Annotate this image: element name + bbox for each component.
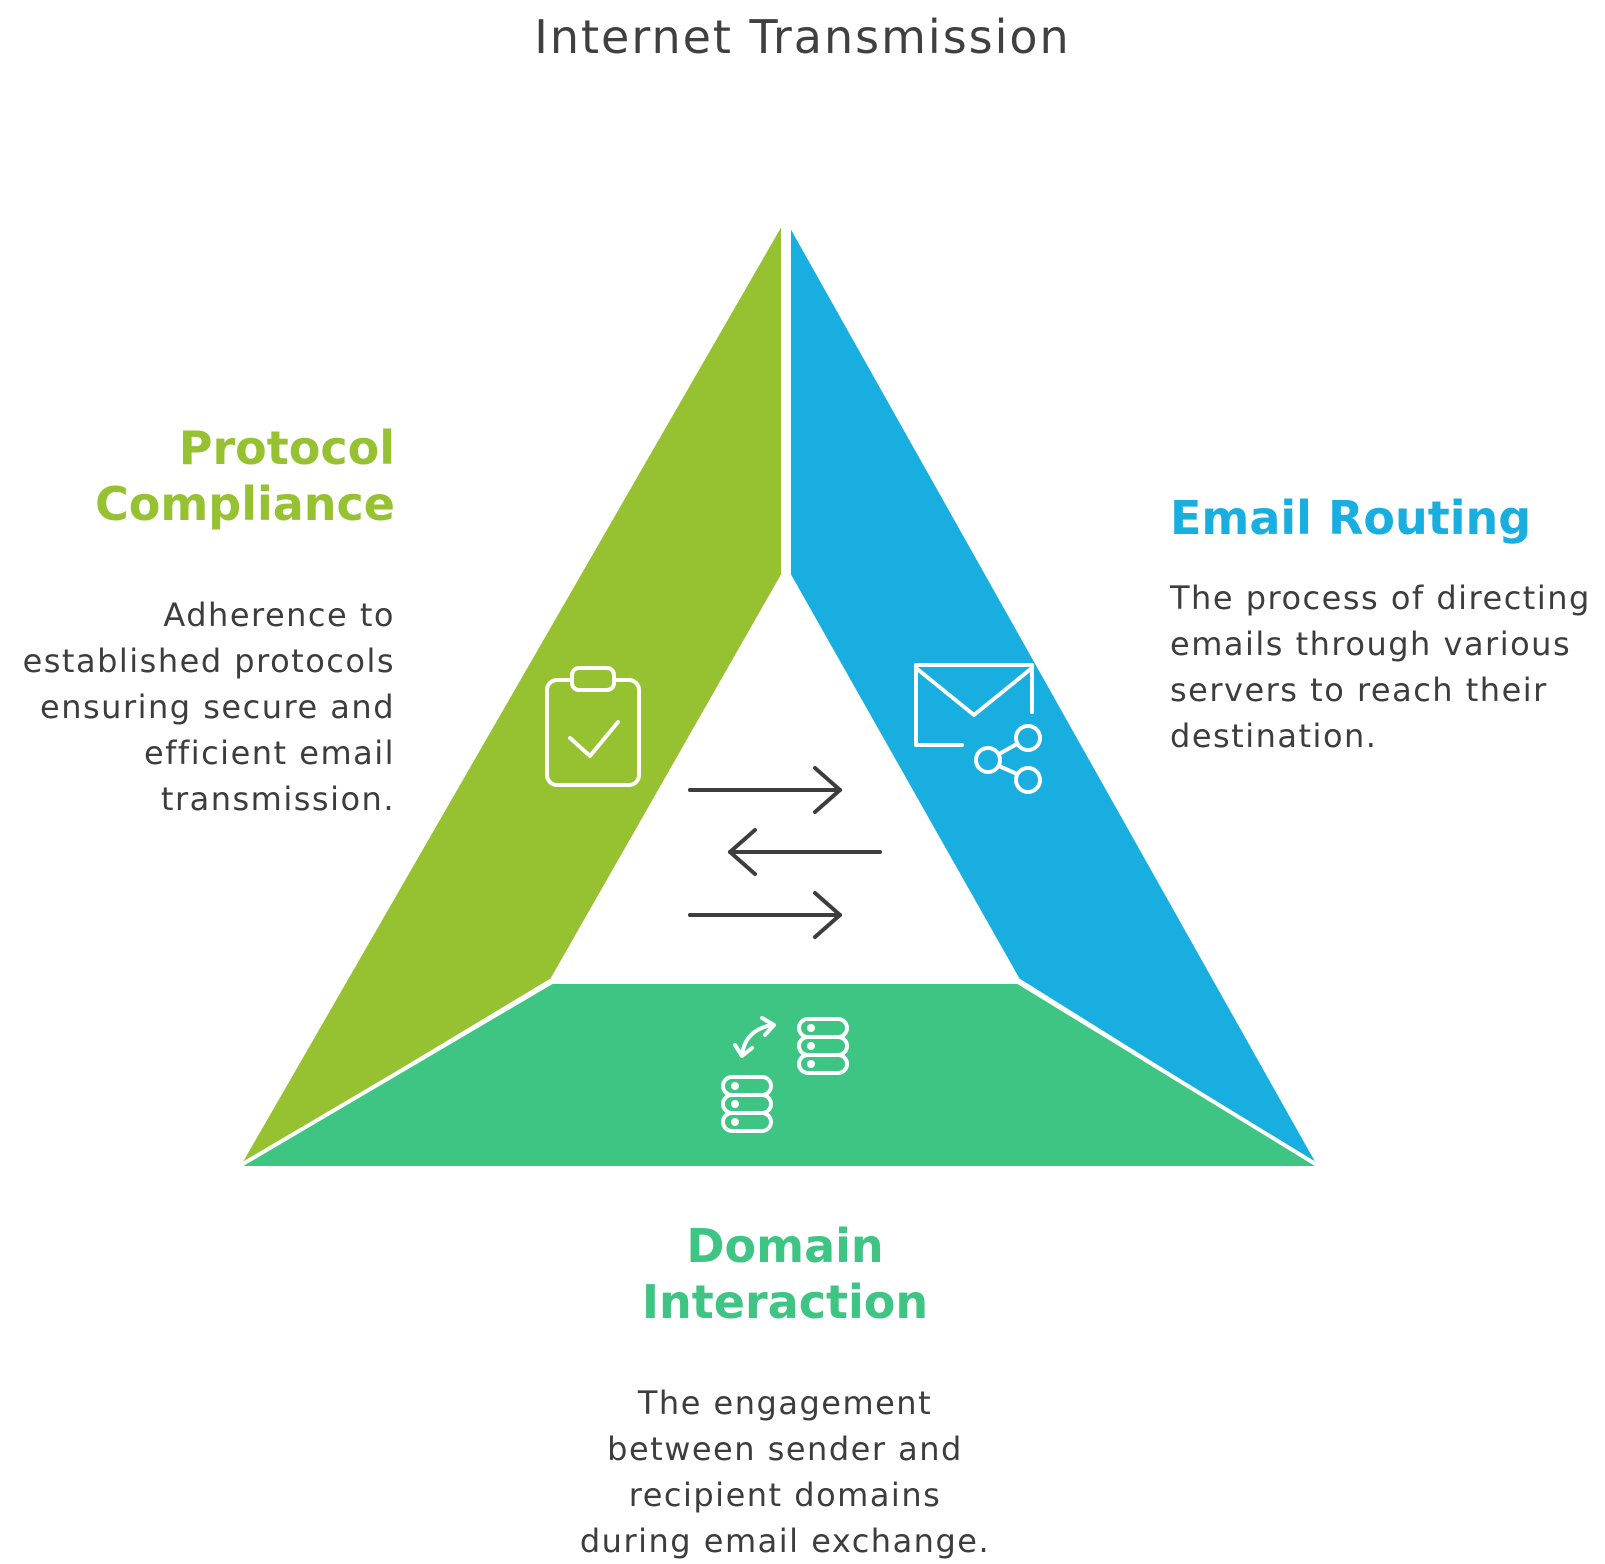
- description-line: transmission.: [160, 780, 395, 818]
- domain-interaction-heading: Domain Interaction: [560, 1218, 1010, 1330]
- domain-interaction-description: The engagement between sender and recipi…: [545, 1380, 1025, 1564]
- server-exchange-icon: [721, 1016, 849, 1133]
- description-line: destination.: [1170, 717, 1378, 755]
- description-line: during email exchange.: [579, 1522, 991, 1560]
- description-line: efficient email: [143, 734, 395, 772]
- description-line: The engagement: [637, 1384, 933, 1422]
- protocol-compliance-heading-line1: Protocol: [178, 421, 395, 475]
- description-line: ensuring secure and: [40, 688, 395, 726]
- protocol-compliance-heading-line2: Compliance: [94, 477, 395, 531]
- protocol-compliance-heading: Protocol Compliance: [40, 420, 395, 532]
- clipboard-check-icon: [545, 666, 641, 787]
- protocol-compliance-description: Adherence to established protocols ensur…: [10, 592, 395, 822]
- domain-interaction-heading-line2: Interaction: [641, 1275, 929, 1329]
- email-routing-description: The process of directing emails through …: [1170, 575, 1600, 759]
- description-line: established protocols: [22, 642, 395, 680]
- description-line: between sender and: [607, 1430, 963, 1468]
- description-line: emails through various: [1170, 625, 1572, 663]
- bidirectional-arrows-icon: [688, 766, 882, 939]
- description-line: recipient domains: [628, 1476, 942, 1514]
- domain-interaction-segment: [228, 980, 1330, 1170]
- diagram-title: Internet Transmission: [534, 10, 1071, 64]
- description-line: servers to reach their: [1170, 671, 1548, 709]
- email-share-icon: [914, 663, 1042, 794]
- description-line: Adherence to: [163, 596, 395, 634]
- domain-interaction-heading-line1: Domain: [686, 1219, 884, 1273]
- email-routing-heading: Email Routing: [1170, 491, 1532, 545]
- description-line: The process of directing: [1170, 579, 1591, 617]
